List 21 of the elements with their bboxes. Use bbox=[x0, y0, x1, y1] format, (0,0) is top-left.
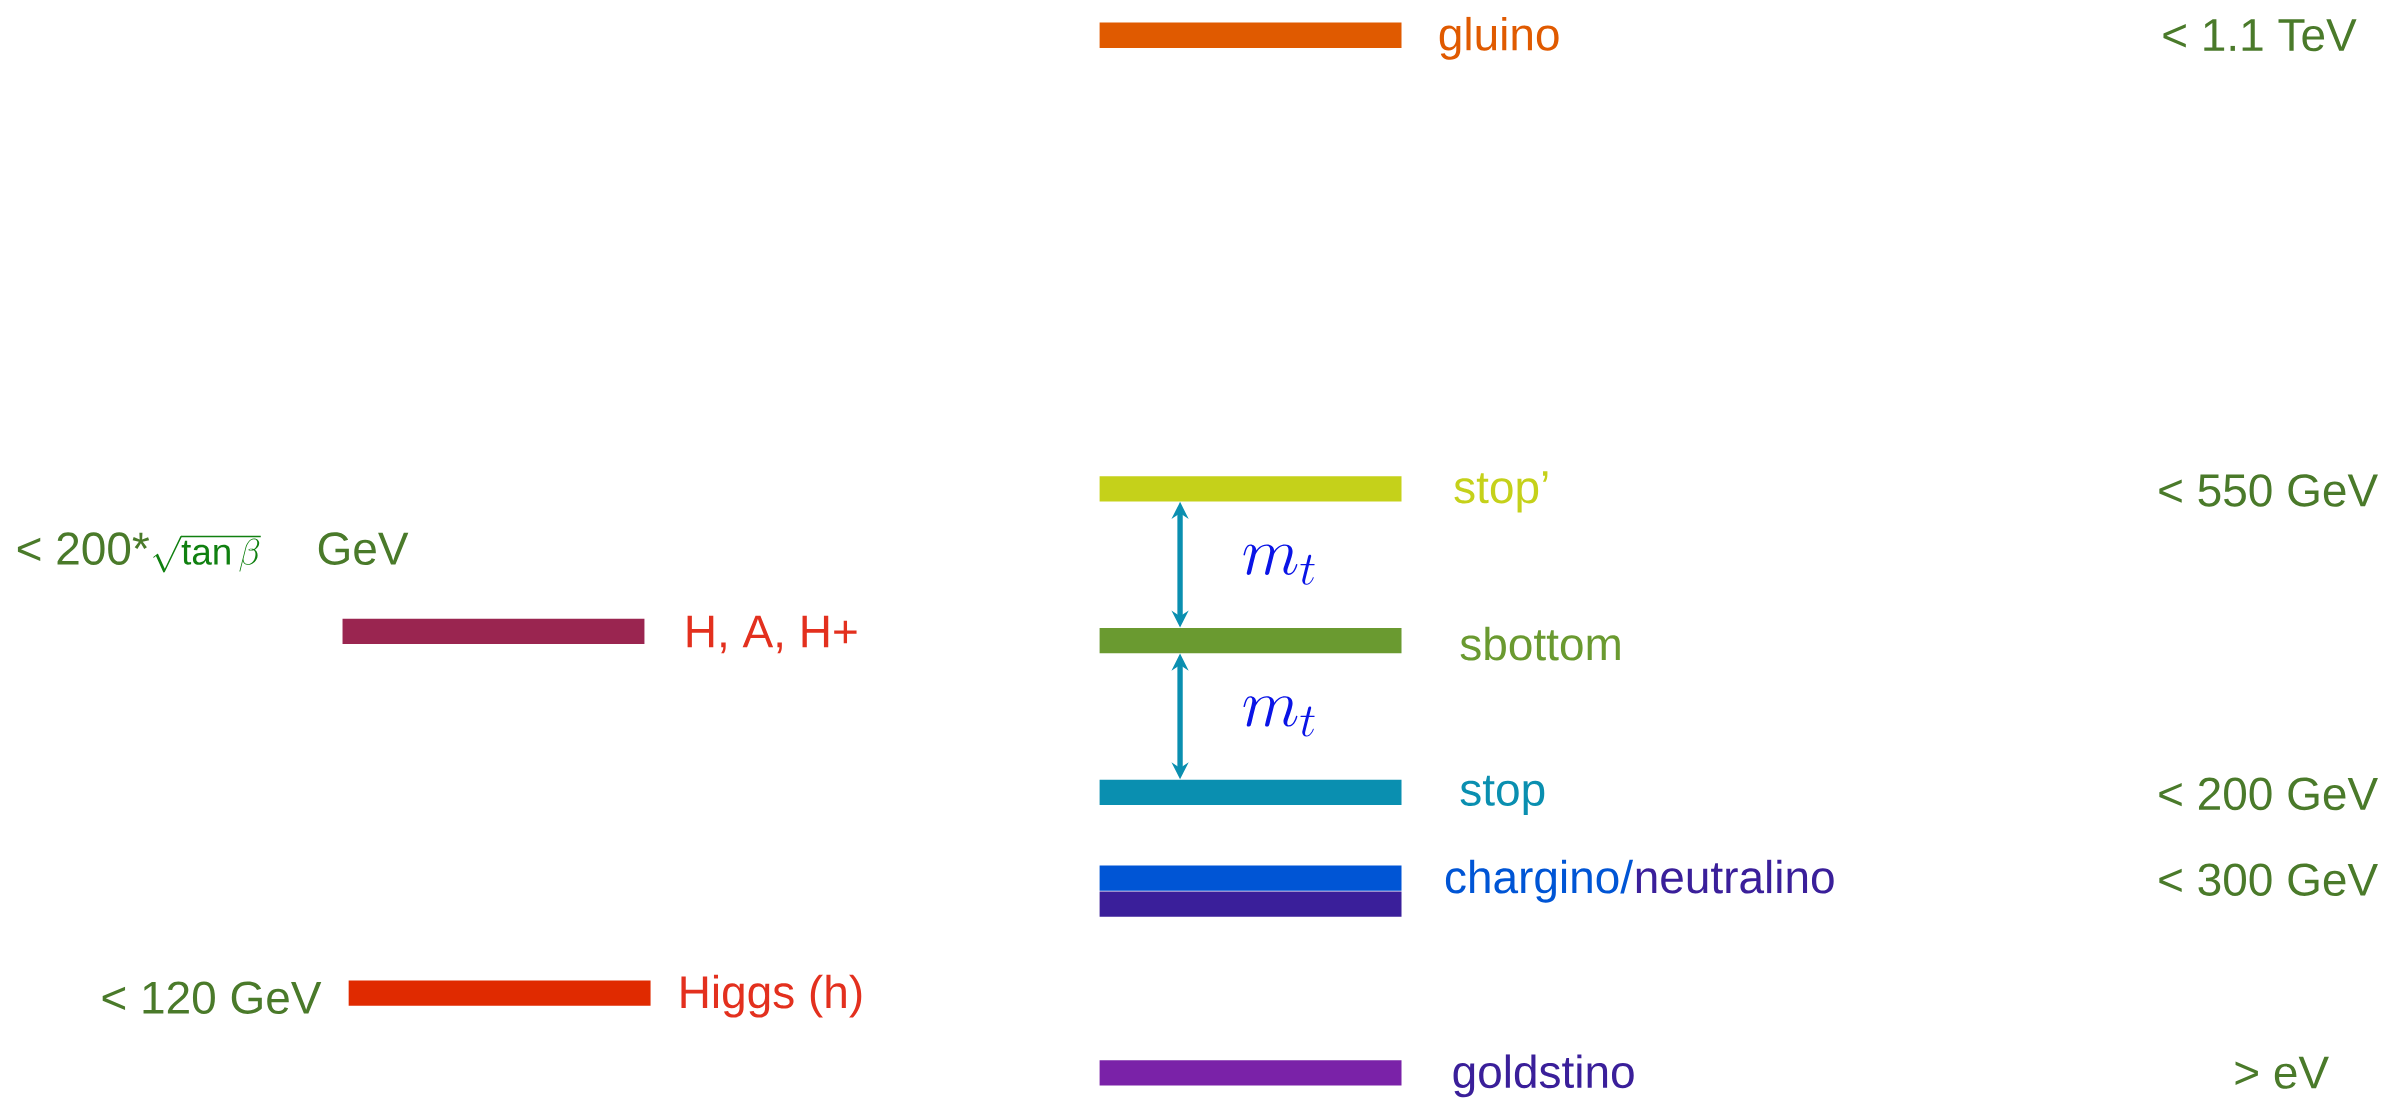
mass-label: GeV bbox=[318, 532, 409, 566]
particle-label: stop’ bbox=[1454, 471, 1548, 513]
particle-label: sbottom bbox=[1460, 627, 1620, 661]
mass-label: < 300 GeV bbox=[2159, 863, 2378, 897]
particle-label: H, A, H+ bbox=[687, 615, 857, 654]
mass-label: < 200* bbox=[17, 532, 150, 566]
mass-label: < 550 GeV bbox=[2159, 474, 2378, 507]
mass-formula: $\sqrt{\tan\beta}$ bbox=[153, 536, 261, 573]
mass-label: > eV bbox=[2235, 1056, 2329, 1090]
level-bar bbox=[1099, 891, 1402, 918]
particle-label: stop bbox=[1460, 775, 1545, 816]
mass-label: < 1.1 TeV bbox=[2163, 19, 2357, 52]
edge-label: $m_t$ bbox=[1243, 696, 1315, 737]
mass-label: < 200 GeV bbox=[2159, 777, 2378, 811]
mass-label: < 120 GeV bbox=[102, 981, 322, 1015]
particle-label: neutralino bbox=[1636, 860, 1834, 894]
particle-label: chargino/ bbox=[1445, 860, 1634, 903]
particle-label: Higgs (h) bbox=[681, 974, 862, 1018]
particle-label: goldstino bbox=[1453, 1054, 1634, 1098]
edge-label: $m_t$ bbox=[1243, 544, 1315, 585]
particle-label: gluino bbox=[1439, 17, 1559, 60]
